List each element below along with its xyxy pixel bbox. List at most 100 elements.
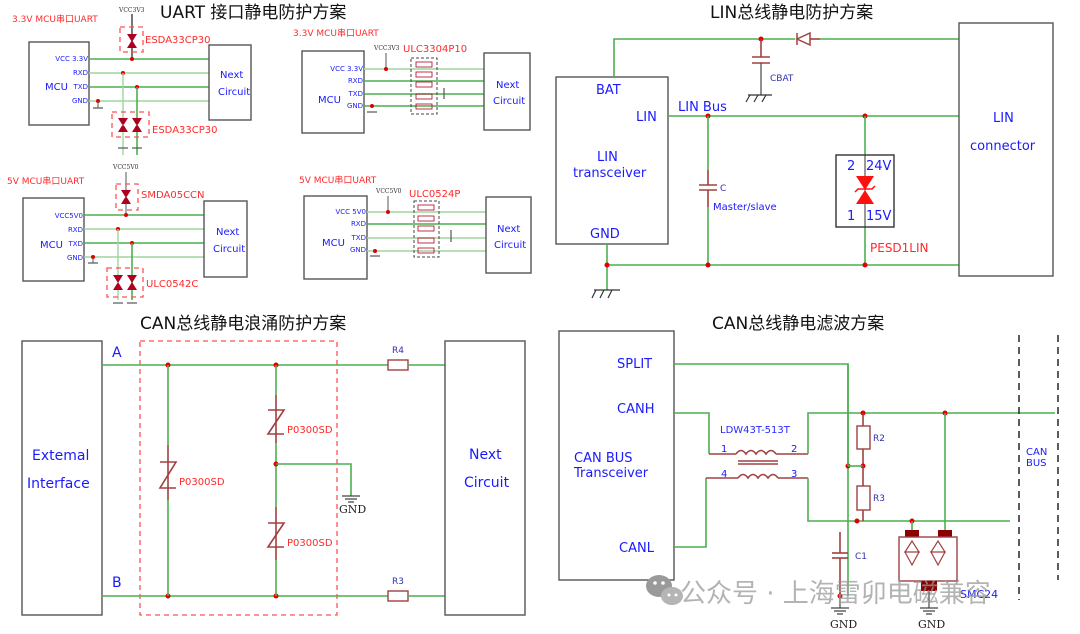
uart-q3-mcu-label: MCU (40, 240, 63, 251)
choke-pin-1: 1 (721, 444, 727, 455)
tvs-diode-icon (118, 118, 142, 132)
uart-q1-mcu-box (28, 41, 90, 126)
chassis-ground-icon (591, 289, 620, 299)
gnd-label: GND (830, 618, 857, 631)
pin-gnd: GND (347, 102, 363, 110)
supply-label: VCC5V0 (112, 164, 139, 171)
can-bus-label: BUS (1026, 458, 1047, 469)
tvs-voltage-24v: 24V (866, 159, 892, 174)
uart-q2-next-box (483, 52, 531, 131)
tvs-pad (938, 530, 952, 537)
uart-q4: 5V MCU串口UART MCU VCC 5V0 RXD TXD GND Nex… (299, 175, 532, 280)
line-b-label: B (112, 575, 122, 591)
next-label: Next (497, 224, 520, 235)
can-bus-label: CAN (1026, 447, 1047, 458)
smc24-package-box (898, 536, 958, 582)
part-label: ESDA33CP30 (145, 35, 211, 46)
bidirectional-tvs-icon (856, 176, 874, 204)
pin-txd: TXD (68, 240, 83, 248)
resistor-r3 (856, 485, 871, 511)
ground-icon (920, 607, 938, 615)
uart-q4-next-box (485, 196, 532, 274)
transceiver-label: transceiver (573, 166, 647, 181)
transceiver-label: Transceiver (573, 466, 649, 481)
uart-q1-mcu-label: MCU (45, 82, 68, 93)
diode-icon (795, 31, 811, 47)
uart-q2: 3.3V MCU串口UART MCU VCC 3.3V RXD TXD GND … (293, 28, 531, 134)
next-label: Next (220, 70, 243, 81)
gnd-label: GND (339, 503, 366, 516)
pin-vcc: VCC 3.3V (55, 55, 88, 63)
pin-canl: CANL (619, 541, 655, 556)
uart-q3-subtitle: 5V MCU串口UART (7, 176, 85, 187)
cap-note: Master/slave (713, 202, 777, 213)
pin-txd: TXD (73, 83, 88, 91)
can-surge-title: CAN总线静电浪涌防护方案 (140, 314, 346, 334)
cbat-label: CBAT (770, 74, 794, 84)
part-label: PESD1LIN (870, 241, 929, 255)
tvs-box (106, 267, 144, 298)
r2-label: R2 (873, 434, 885, 444)
circuit-label: Circuit (494, 240, 526, 251)
supply-label: VCC5V0 (375, 188, 402, 195)
protection-zone (139, 340, 338, 616)
part-label: P0300SD (179, 477, 225, 488)
supply-label: VCC3V3 (373, 45, 400, 52)
next-label: Next (469, 447, 502, 463)
r4-label: R4 (392, 346, 404, 356)
gnd-label: GND (918, 618, 945, 631)
pin-rxd: RXD (73, 69, 88, 77)
tvs-diode-icon (127, 34, 137, 48)
tvs-array-box (410, 57, 438, 115)
lin-transceiver-box (555, 76, 669, 245)
uart-q1: 3.3V MCU串口UART MCU VCC 3.3V RXD TXD GND … (12, 7, 252, 155)
part-label: P0300SD (287, 538, 333, 549)
uart-q3: 5V MCU串口UART VCC5V0 MCU VCC5V0 RXD TXD G… (7, 164, 248, 304)
interface-label: Interface (27, 476, 90, 492)
tvs-diode-icon (113, 275, 137, 290)
tvs-pad (921, 581, 937, 591)
pin-gnd: GND (72, 97, 88, 105)
connector-label: LIN (993, 111, 1014, 126)
part-label: ULC3304P10 (403, 44, 467, 55)
thyristor-icon (266, 409, 286, 435)
transceiver-label: LIN (597, 150, 618, 165)
resistor-r2 (856, 425, 871, 450)
part-label: P0300SD (287, 425, 333, 436)
resistor-r4 (387, 359, 409, 371)
thyristor-icon (158, 461, 178, 489)
uart-q1-subtitle: 3.3V MCU串口UART (12, 14, 98, 25)
can-surge-section: CAN总线静电浪涌防护方案 Extemal Interface A B P030… (21, 314, 526, 616)
tvs-diode-pair-icon (903, 539, 947, 567)
part-label: ESDA33CP30 (152, 125, 218, 136)
pin-rxd: RXD (68, 226, 83, 234)
tvs-box (119, 26, 144, 53)
tvs-pad (905, 530, 919, 537)
tvs-array-box (413, 200, 440, 258)
choke-pin-3: 3 (791, 469, 797, 480)
pin-txd: TXD (348, 90, 363, 98)
part-label: ULC0524P (409, 189, 460, 200)
pin-rxd: RXD (348, 77, 363, 85)
pin-rxd: RXD (351, 220, 366, 228)
r3-label: R3 (392, 577, 404, 587)
next-label: Next (216, 227, 239, 238)
pin-gnd: GND (590, 227, 620, 242)
can-filter-title: CAN总线静电滤波方案 (712, 314, 884, 334)
pin-lin: LIN (636, 110, 657, 125)
next-circuit-box (444, 340, 526, 616)
tvs-box (111, 111, 150, 138)
pin-vcc: VCC 5V0 (336, 208, 367, 216)
cap-label: C (720, 184, 726, 194)
can-transceiver-box (558, 330, 675, 581)
c1-label: C1 (855, 552, 867, 562)
ground-icon (831, 607, 849, 615)
uart-q4-subtitle: 5V MCU串口UART (299, 175, 377, 186)
common-mode-choke-icon (735, 449, 777, 456)
supply-label: VCC3V3 (118, 7, 145, 14)
lin-title: LIN总线静电防护方案 (710, 3, 873, 23)
tvs-box (115, 183, 139, 211)
pin-gnd: GND (350, 246, 366, 254)
line-a-label: A (112, 345, 122, 361)
